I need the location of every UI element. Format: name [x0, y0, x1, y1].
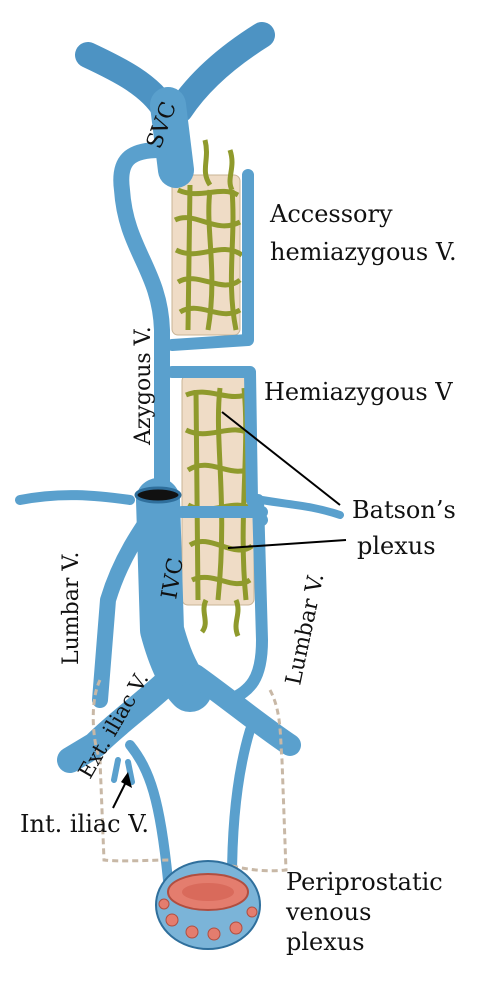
right-common-iliac [184, 664, 301, 756]
azygous-label: Azygous V. [131, 326, 156, 446]
azygous-vein-vessel [92, 142, 170, 708]
lumbar-right-label: Lumbar V. [281, 571, 329, 687]
batsons-label-line2: plexus [357, 532, 436, 560]
lumbar-left-label: Lumbar V. [59, 552, 84, 665]
left-lumbar-branch [15, 490, 135, 505]
batsons-leader-lower [227, 539, 347, 549]
leader-lines [112, 411, 347, 809]
venous-system [15, 22, 344, 885]
accessory-hemiazygous-label-line1: Accessory [269, 200, 393, 228]
plexus-lower [184, 387, 256, 601]
batsons-leader-upper [221, 411, 341, 506]
accessory-hemiazygous-label-line2: hemiazygous V. [270, 238, 457, 266]
right-internal-iliac [227, 725, 255, 885]
periprostatic-label-line1: Periprostatic [286, 868, 443, 896]
plexus-upper [173, 184, 244, 331]
periprostatic-label-line2: venous [285, 898, 371, 926]
periprostatic-plexus-shape [155, 860, 261, 950]
int-iliac-label: Int. iliac V. [20, 810, 149, 838]
batsons-label-line1: Batson’s [352, 496, 456, 524]
int-iliac-twigs [111, 757, 135, 785]
left-internal-iliac [125, 740, 173, 885]
int-iliac-arrow-head [121, 772, 132, 788]
left-common-iliac [57, 657, 193, 773]
right-brachiocephalic-vein [167, 22, 275, 123]
hemiazygous-label: Hemiazygous V [264, 378, 453, 406]
periprostatic-label-line3: plexus [286, 928, 365, 956]
pelvic-dashed-outline [91, 679, 288, 873]
svc-vessel [150, 87, 194, 188]
ivc-opening [134, 486, 182, 504]
right-lumbar-upper [258, 496, 344, 519]
accessory-hemiazygous-vessel [166, 169, 254, 351]
